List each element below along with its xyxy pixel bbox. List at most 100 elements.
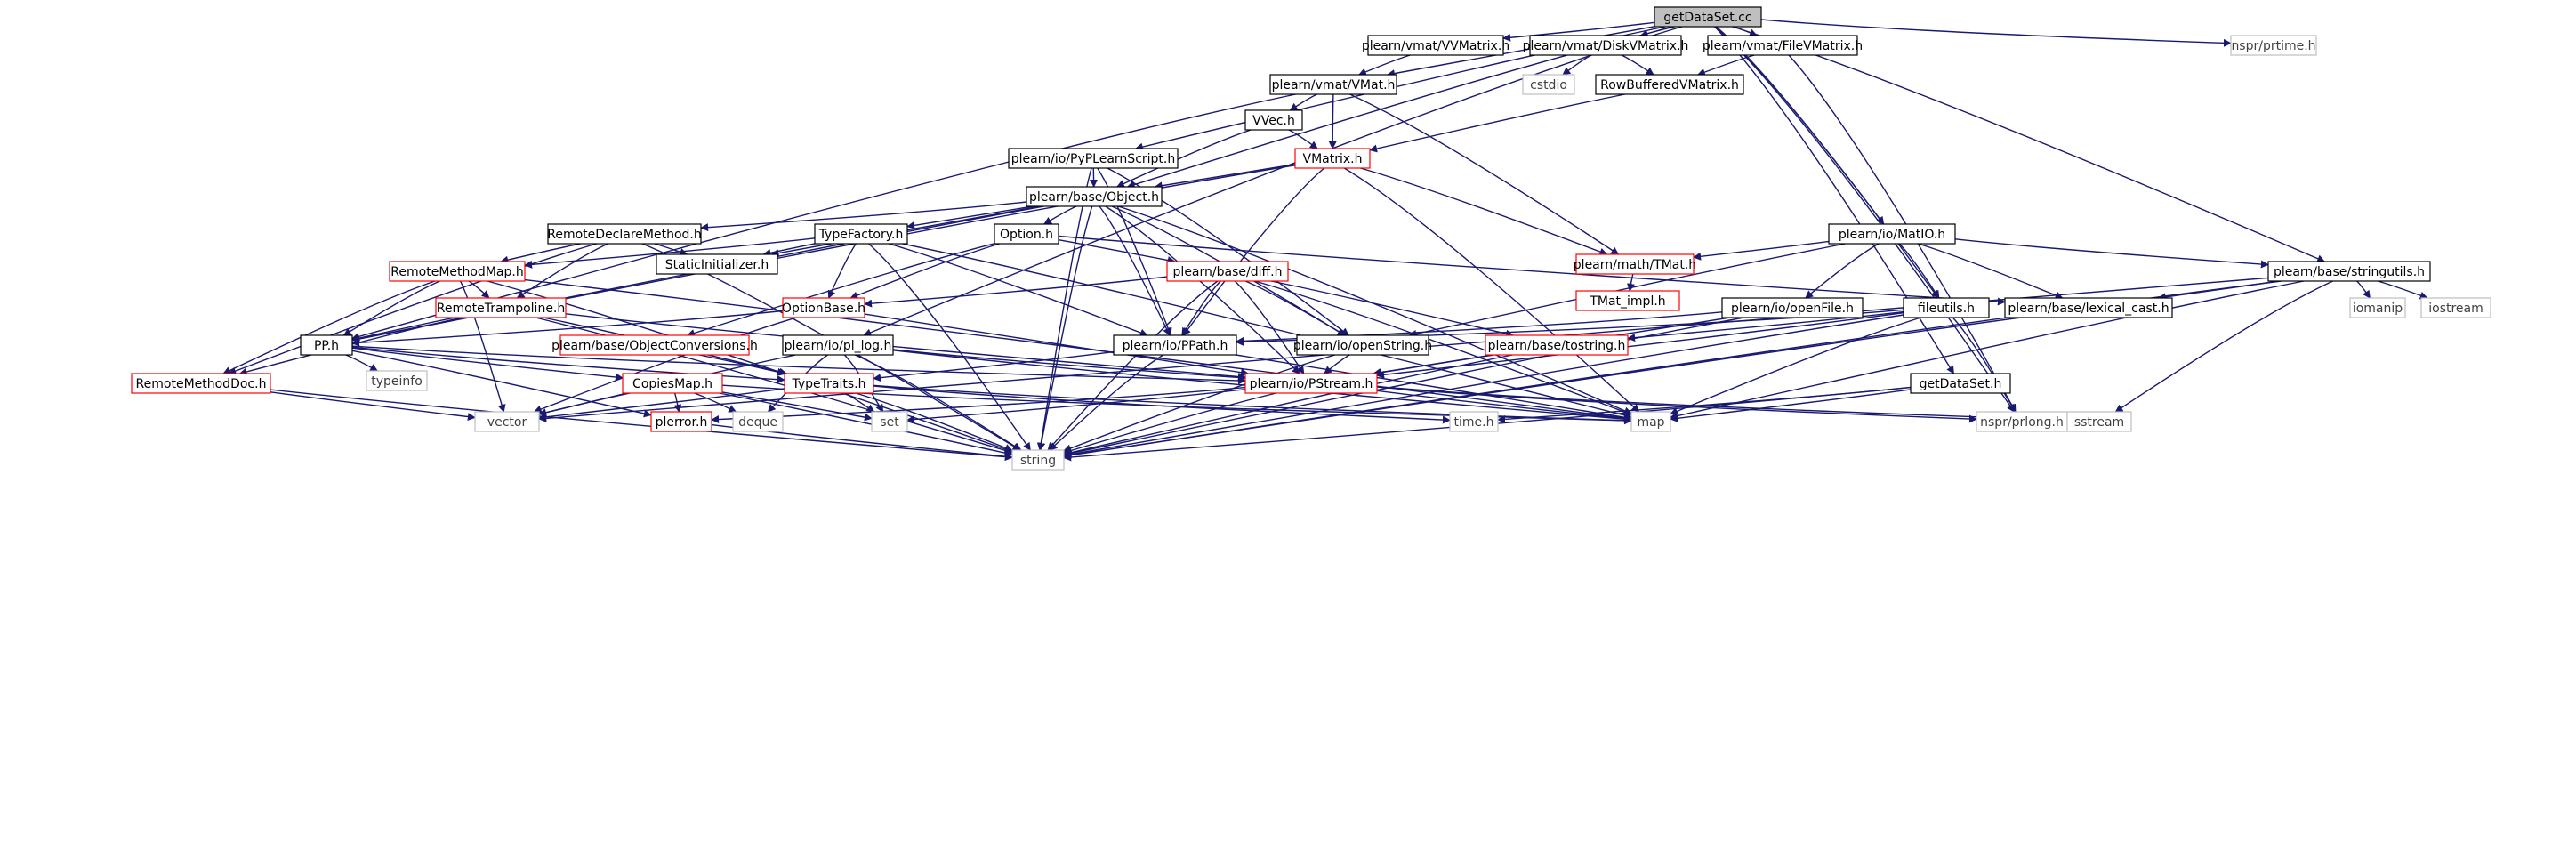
edge-arrow bbox=[1063, 386, 1912, 462]
node-label: VMatrix.h bbox=[1303, 152, 1363, 166]
node-openfile[interactable]: plearn/io/openFile.h bbox=[1721, 297, 1864, 318]
node-remotemethoddoc[interactable]: RemoteMethodDoc.h bbox=[131, 373, 271, 394]
edge-object-to-typefactory bbox=[906, 205, 1034, 229]
node-tostring[interactable]: plearn/base/tostring.h bbox=[1485, 334, 1629, 356]
edge-arrow bbox=[1369, 93, 1625, 153]
node-filevmatrix[interactable]: plearn/vmat/FileVMatrix.h bbox=[1703, 35, 1863, 56]
edge-vmatrix-to-tmat bbox=[1360, 167, 1608, 256]
node-label: plearn/math/TMat.h bbox=[1574, 258, 1696, 272]
node-box bbox=[1654, 6, 1762, 28]
node-iomanip[interactable]: iomanip bbox=[2349, 297, 2406, 318]
node-box bbox=[2420, 297, 2491, 318]
node-label: RowBufferedVMatrix.h bbox=[1600, 78, 1739, 93]
edge-vvmatrix-to-vmat bbox=[1357, 54, 1411, 76]
node-diff[interactable]: plearn/base/diff.h bbox=[1166, 261, 1289, 282]
node-pstream[interactable]: plearn/io/PStream.h bbox=[1244, 373, 1378, 394]
node-vmat[interactable]: plearn/vmat/VMat.h bbox=[1269, 74, 1397, 95]
node-box bbox=[2349, 297, 2406, 318]
node-vector[interactable]: vector bbox=[474, 411, 540, 432]
edge-pyplearnscript-to-openstring bbox=[1107, 167, 1349, 336]
edge-fileutils-to-map bbox=[1670, 317, 1921, 415]
node-box bbox=[1244, 109, 1303, 131]
node-box bbox=[871, 411, 908, 432]
node-typeinfo[interactable]: typeinfo bbox=[366, 370, 428, 391]
node-label: TypeTraits.h bbox=[792, 377, 866, 391]
node-cstdio[interactable]: cstdio bbox=[1522, 74, 1575, 95]
node-label: cstdio bbox=[1530, 78, 1567, 93]
node-remotedeclaremethod[interactable]: RemoteDeclareMethod.h bbox=[547, 223, 702, 245]
node-pp[interactable]: PP.h bbox=[300, 334, 353, 356]
edge-remotedeclaremethod-to-remotemethoddoc bbox=[228, 243, 597, 375]
node-optionbase[interactable]: OptionBase.h bbox=[782, 297, 865, 318]
node-typefactory[interactable]: TypeFactory.h bbox=[814, 223, 908, 245]
node-box bbox=[1910, 373, 2011, 394]
node-rowbuffered[interactable]: RowBufferedVMatrix.h bbox=[1595, 74, 1744, 95]
edge-arrow bbox=[1621, 54, 1654, 76]
node-label: plearn/io/openFile.h bbox=[1731, 302, 1854, 316]
edge-typefactory-to-string bbox=[868, 243, 1031, 451]
edge-getdataset-cc-to-prtime bbox=[1760, 19, 2232, 47]
edge-arrow bbox=[459, 280, 506, 413]
node-prlong[interactable]: nspr/prlong.h bbox=[1976, 411, 2068, 432]
node-box bbox=[1011, 449, 1065, 471]
edge-arrow bbox=[1058, 239, 1176, 264]
node-iostream[interactable]: iostream bbox=[2420, 297, 2491, 318]
node-remotetrampoline[interactable]: RemoteTrampoline.h bbox=[435, 297, 567, 318]
node-getdataset-h[interactable]: getDataSet.h bbox=[1910, 373, 2011, 394]
node-stringutils[interactable]: plearn/base/stringutils.h bbox=[2267, 261, 2431, 282]
node-fileutils[interactable]: fileutils.h bbox=[1903, 297, 1990, 318]
edge-arrow bbox=[1324, 354, 1350, 374]
node-object[interactable]: plearn/base/Object.h bbox=[1026, 186, 1163, 207]
node-pl-log[interactable]: plearn/io/pl_log.h bbox=[782, 334, 894, 356]
node-copiesmap[interactable]: CopiesMap.h bbox=[622, 373, 723, 394]
edge-typetraits-to-string bbox=[855, 392, 1013, 452]
edge-vmat-to-vmatrix bbox=[1328, 93, 1337, 149]
node-diskvmatrix[interactable]: plearn/vmat/DiskVMatrix.h bbox=[1523, 35, 1689, 56]
node-label: OptionBase.h bbox=[782, 302, 865, 316]
node-label: iostream bbox=[2428, 302, 2483, 316]
node-box bbox=[1244, 373, 1378, 394]
node-time[interactable]: time.h bbox=[1449, 411, 1499, 432]
node-tmat-impl[interactable]: TMat_impl.h bbox=[1575, 290, 1680, 311]
node-plerror[interactable]: plerror.h bbox=[650, 411, 712, 432]
node-matio[interactable]: plearn/io/MatIO.h bbox=[1828, 223, 1956, 245]
node-ppath[interactable]: plearn/io/PPath.h bbox=[1113, 334, 1237, 356]
node-box bbox=[1575, 290, 1680, 311]
node-string[interactable]: string bbox=[1011, 449, 1065, 471]
edge-remotetrampoline-to-pp bbox=[351, 317, 455, 342]
node-openstring[interactable]: plearn/io/openString.h bbox=[1293, 334, 1432, 356]
node-tmat[interactable]: plearn/math/TMat.h bbox=[1574, 253, 1696, 275]
node-lexical-cast[interactable]: plearn/base/lexical_cast.h bbox=[2004, 297, 2173, 318]
node-getdataset-cc[interactable]: getDataSet.cc bbox=[1654, 6, 1762, 28]
edge-arrow bbox=[500, 243, 581, 264]
node-label: nspr/prlong.h bbox=[1980, 415, 2064, 430]
edge-diff-to-openstring bbox=[1244, 280, 1346, 336]
node-objectconversions[interactable]: plearn/base/ObjectConversions.h bbox=[551, 334, 758, 356]
node-set[interactable]: set bbox=[871, 411, 908, 432]
node-staticinitializer[interactable]: StaticInitializer.h bbox=[656, 253, 778, 275]
node-vmatrix[interactable]: VMatrix.h bbox=[1294, 148, 1371, 169]
edge-arrow bbox=[1063, 317, 2022, 460]
edge-arrow bbox=[1954, 238, 2269, 269]
node-box bbox=[1296, 334, 1429, 356]
node-vvec[interactable]: VVec.h bbox=[1244, 109, 1303, 131]
node-pyplearnscript[interactable]: plearn/io/PyPLearnScript.h bbox=[1008, 148, 1179, 169]
node-map[interactable]: map bbox=[1630, 411, 1671, 432]
node-option[interactable]: Option.h bbox=[994, 223, 1059, 245]
node-typetraits[interactable]: TypeTraits.h bbox=[784, 373, 874, 394]
node-prtime[interactable]: nspr/prtime.h bbox=[2230, 35, 2317, 56]
edge-arrow bbox=[873, 385, 1451, 424]
edge-option-to-objectconversions bbox=[686, 243, 995, 337]
edge-diff-to-tostring bbox=[1270, 280, 1514, 338]
node-remotemethodmap[interactable]: RemoteMethodMap.h bbox=[389, 261, 526, 282]
node-label: CopiesMap.h bbox=[632, 377, 712, 391]
node-deque[interactable]: deque bbox=[732, 411, 784, 432]
edge-arrow bbox=[1408, 243, 1846, 338]
edge-pp-to-plerror bbox=[351, 350, 652, 418]
edge-arrow bbox=[849, 243, 1000, 300]
edge-arrow bbox=[351, 317, 455, 342]
edge-vvec-to-vmatrix bbox=[1288, 129, 1318, 149]
node-vvmatrix[interactable]: plearn/vmat/VVMatrix.h bbox=[1362, 35, 1509, 56]
node-sstream[interactable]: sstream bbox=[2066, 411, 2132, 432]
